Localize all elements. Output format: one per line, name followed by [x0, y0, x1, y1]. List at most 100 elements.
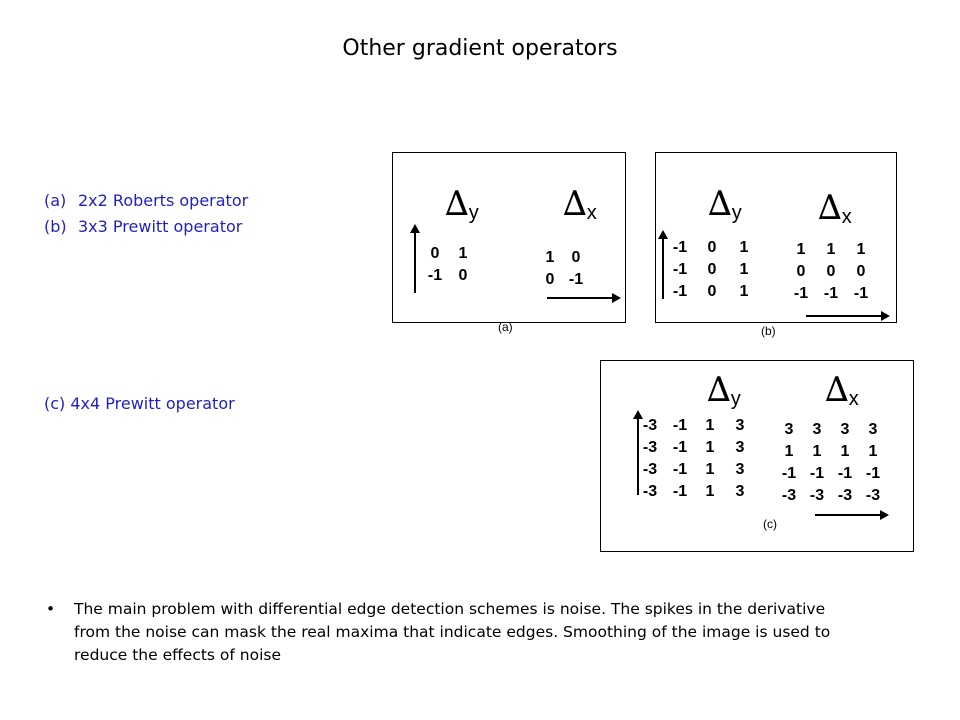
arrow-right-icon — [815, 510, 889, 520]
matrix-cell: -1 — [672, 461, 688, 478]
matrix-cell: 0 — [458, 267, 468, 284]
delta-x-label: ∆x — [825, 370, 859, 410]
arrow-up-icon — [410, 224, 420, 293]
matrix-cell: 1 — [739, 239, 749, 256]
matrix-cell: 1 — [739, 261, 749, 278]
matrix-cell: -3 — [642, 417, 658, 434]
matrix-row: -1 0 1 — [664, 237, 760, 259]
delta-y-label: ∆y — [445, 184, 479, 224]
matrix-row: -3 -1 1 3 — [635, 481, 755, 503]
bullet-icon: • — [46, 600, 56, 618]
matrix-cell: 0 — [707, 261, 717, 278]
delta-x-label: ∆x — [563, 184, 597, 224]
matrix-row: 0-1 — [537, 269, 589, 291]
matrix-cell: 1 — [705, 483, 715, 500]
matrix-cell: -1 — [823, 285, 839, 302]
delta-y-label: ∆y — [708, 184, 742, 224]
bullet-point: • The main problem with differential edg… — [46, 598, 856, 667]
list-item-text: 2x2 Roberts operator — [78, 191, 249, 210]
matrix-cell: -1 — [672, 283, 688, 300]
matrix-cell: 3 — [735, 439, 745, 456]
list-item: (a) 2x2 Roberts operator — [44, 188, 248, 214]
matrix-cell: -1 — [809, 465, 825, 482]
caption-a: (a) — [498, 320, 513, 334]
matrix-cell: -1 — [672, 483, 688, 500]
operator-list: (a) 2x2 Roberts operator (b)3x3 Prewitt o… — [44, 188, 248, 240]
matrix-cell: 3 — [840, 421, 850, 438]
matrix-cell: 0 — [571, 249, 581, 266]
matrix-row: -1 0 1 — [664, 259, 760, 281]
matrix-cell: 1 — [705, 439, 715, 456]
matrix-cell: -3 — [781, 487, 797, 504]
matrix-row: 3 3 3 3 — [775, 419, 887, 441]
matrix-cell: 0 — [545, 271, 555, 288]
matrix-cell: -3 — [865, 487, 881, 504]
matrix-cell: 0 — [826, 263, 836, 280]
matrix-row: -1-1-1 — [786, 283, 876, 305]
matrix-cell: 1 — [812, 443, 822, 460]
matrix-cell: 1 — [840, 443, 850, 460]
caption-c: (c) — [763, 517, 777, 531]
matrix-cell: 1 — [784, 443, 794, 460]
matrix-cell: 3 — [812, 421, 822, 438]
matrix-cell: -1 — [672, 239, 688, 256]
matrix-cell: -1 — [781, 465, 797, 482]
matrix-cell: 3 — [735, 461, 745, 478]
matrix-cell: -1 — [853, 285, 869, 302]
caption-b: (b) — [761, 324, 776, 338]
matrix-cell: 0 — [430, 245, 440, 262]
bullet-text: The main problem with differential edge … — [74, 600, 831, 664]
matrix-cell: -1 — [427, 267, 443, 284]
matrix-cell: -3 — [809, 487, 825, 504]
matrix-cell: 0 — [856, 263, 866, 280]
arrow-up-icon — [658, 230, 668, 299]
delta-x-label: ∆x — [818, 188, 852, 228]
list-item-label: (b) — [44, 217, 67, 236]
matrix-row: 1 1 1 1 — [775, 441, 887, 463]
matrix-cell: -1 — [865, 465, 881, 482]
arrow-up-icon — [633, 410, 643, 495]
delta-y-label: ∆y — [707, 370, 741, 410]
matrix-cell: 3 — [868, 421, 878, 438]
matrix-row: 1 1 1 — [786, 239, 876, 261]
matrix-cell: 3 — [784, 421, 794, 438]
matrix-cell: 1 — [796, 241, 806, 258]
matrix-cell: 1 — [458, 245, 468, 262]
matrix-cell: -1 — [672, 261, 688, 278]
matrix-cell: 1 — [856, 241, 866, 258]
arrow-right-icon — [547, 293, 621, 303]
matrix-cell: 1 — [705, 417, 715, 434]
matrix-cell: 3 — [735, 483, 745, 500]
matrix-cell: 3 — [735, 417, 745, 434]
matrix-row: -3-3-3-3 — [775, 485, 887, 507]
matrix-cell: 1 — [545, 249, 555, 266]
matrix-cell: 1 — [826, 241, 836, 258]
matrix-cell: -3 — [642, 461, 658, 478]
matrix-cell: 1 — [868, 443, 878, 460]
matrix-cell: 0 — [707, 239, 717, 256]
prewitt-4x4-label: (c) 4x4 Prewitt operator — [44, 394, 235, 413]
list-item-label: (a) — [44, 191, 67, 210]
matrix-cell: 1 — [705, 461, 715, 478]
matrix-cell: -3 — [642, 483, 658, 500]
matrix-row: -1 -1 -1 -1 — [775, 463, 887, 485]
matrix-row: -3 -1 1 3 — [635, 459, 755, 481]
matrix-cell: -1 — [837, 465, 853, 482]
matrix-row: -1 0 — [421, 265, 477, 287]
list-item: (b)3x3 Prewitt operator — [44, 214, 248, 240]
slide-title: Other gradient operators — [342, 36, 618, 61]
matrix-cell: 0 — [707, 283, 717, 300]
